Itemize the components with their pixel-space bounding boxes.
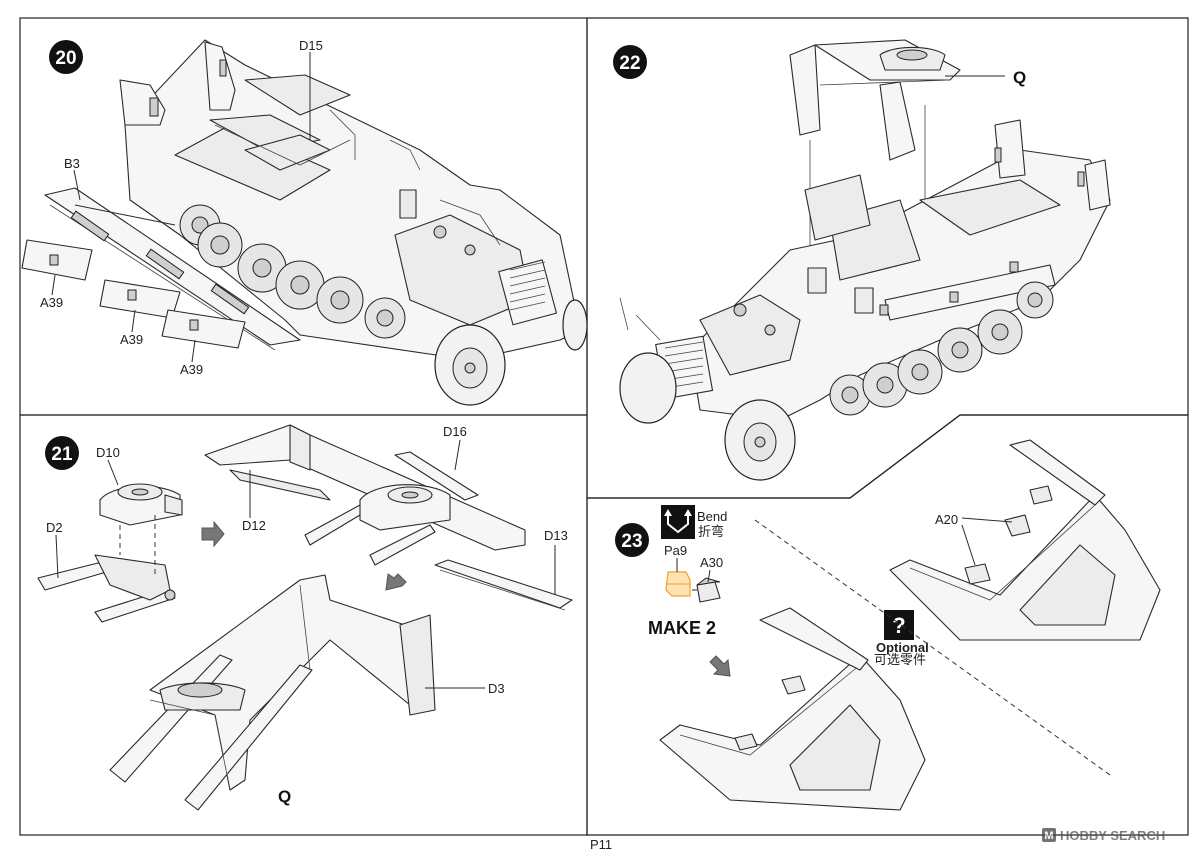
label-b3: B3 — [64, 156, 80, 171]
step-badge-21: 21 — [45, 436, 79, 470]
step-23-leaders — [961, 517, 1013, 566]
label-d3: D3 — [488, 681, 505, 696]
step-20-leaders — [51, 52, 311, 363]
svg-text:23: 23 — [621, 531, 642, 552]
label-q-21: Q — [278, 787, 291, 806]
optional-label: Optional — [876, 640, 929, 655]
frame-q-assembly — [109, 574, 436, 811]
halftrack-complete-drawing — [619, 119, 1111, 481]
road-wheels — [179, 204, 406, 339]
hobby-search-logo-icon: M — [1042, 828, 1056, 842]
front-wheel — [434, 324, 506, 406]
mount-frame-assembly — [204, 424, 526, 566]
bend-label-cn: 折弯 — [698, 524, 724, 539]
label-a39-2: A39 — [120, 332, 143, 347]
step-20: 20 — [21, 38, 588, 406]
svg-text:22: 22 — [619, 53, 640, 74]
part-pa9 — [665, 571, 691, 597]
label-d13: D13 — [544, 528, 568, 543]
svg-text:21: 21 — [51, 444, 73, 465]
frame-q-above — [789, 39, 961, 161]
label-d15: D15 — [299, 38, 323, 53]
part-b3-plate — [44, 187, 301, 351]
flow-arrow-down-left — [385, 573, 407, 591]
part-d2 — [37, 554, 176, 623]
bend-icon — [661, 505, 695, 539]
svg-text:?: ? — [892, 613, 905, 638]
flow-arrow-down — [709, 655, 731, 677]
step-22: 22 — [613, 39, 1111, 481]
optional-label-cn: 可选零件 — [874, 652, 926, 667]
part-a39-1 — [21, 239, 93, 281]
label-a30: A30 — [700, 555, 723, 570]
label-a39-3: A39 — [180, 362, 203, 377]
rear-panel-left — [659, 607, 926, 811]
panel-frames — [19, 17, 1189, 836]
label-d12: D12 — [242, 518, 266, 533]
road-wheels-22 — [829, 281, 1054, 416]
step-21-leaders — [55, 439, 556, 689]
rear-panel-right — [889, 439, 1161, 641]
label-pa9: Pa9 — [664, 543, 687, 558]
hobby-search-watermark: M HOBBY SEARCH — [1042, 828, 1165, 843]
label-d10: D10 — [96, 445, 120, 460]
bend-label: Bend — [697, 509, 727, 524]
page-number: P11 — [590, 837, 612, 852]
label-d2: D2 — [46, 520, 63, 535]
option-divider — [754, 519, 1111, 776]
step-23: 23 Bend 折弯 Pa9 A30 MAKE 2 ? — [615, 439, 1161, 811]
flow-arrow-right — [201, 520, 225, 548]
part-d16 — [394, 451, 479, 501]
optional-icon: ? — [884, 610, 914, 640]
svg-text:20: 20 — [55, 48, 76, 69]
front-wheels-22 — [619, 352, 796, 481]
step-badge-23: 23 — [615, 523, 649, 557]
part-a39-3 — [161, 309, 246, 349]
label-d16: D16 — [443, 424, 467, 439]
part-d10 — [99, 483, 183, 526]
halftrack-hull-drawing — [119, 39, 588, 406]
make-2-text: MAKE 2 — [648, 618, 716, 638]
label-a39-1: A39 — [40, 295, 63, 310]
label-q-22: Q — [1013, 68, 1026, 87]
part-d13 — [434, 559, 573, 611]
step-badge-22: 22 — [613, 45, 647, 79]
step-badge-20: 20 — [49, 40, 83, 74]
watermark-text: HOBBY SEARCH — [1060, 828, 1165, 843]
svg-text:M: M — [1044, 830, 1053, 842]
step-21: 21 — [37, 424, 573, 811]
label-a20: A20 — [935, 512, 958, 527]
